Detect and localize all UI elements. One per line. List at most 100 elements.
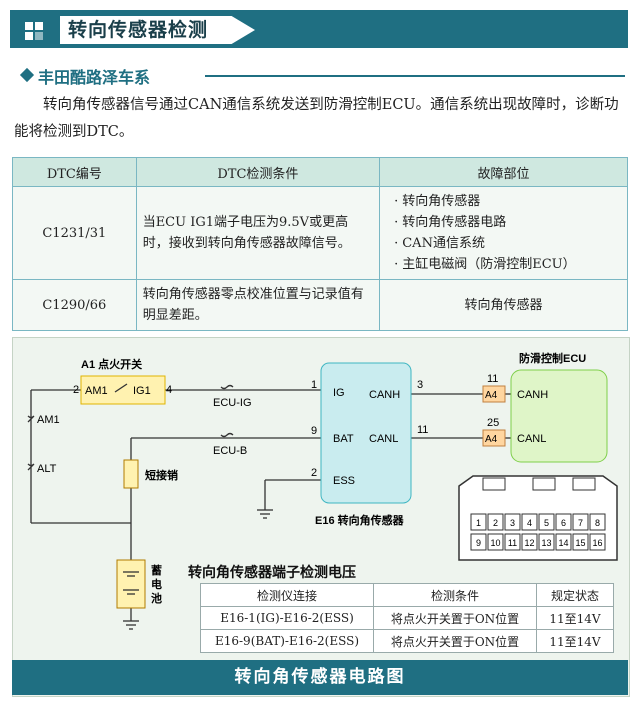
connector-pin-label: 1 (476, 518, 481, 528)
connector-pin-label: 9 (476, 538, 481, 548)
table-header: 检测条件 (373, 583, 537, 607)
sensor-canh: CANH (369, 389, 400, 401)
fuse-alt-label: ALT (37, 463, 57, 475)
fuse-ecu-ig-label: ECU-IG (213, 397, 252, 409)
table-row: C1231/31 当ECU IG1端子电压为9.5V或更高时，接收到转向角传感器… (12, 186, 628, 280)
connector-pin-label: 11 (508, 538, 517, 548)
skid-control-ecu-box (510, 369, 608, 463)
connector-pin-label: 14 (558, 538, 568, 548)
list-item: 转向角传感器电路 (394, 212, 621, 233)
intro-paragraph: 转向角传感器信号通过CAN通信系统发送到防滑控制ECU。通信系统出现故障时，诊断… (14, 97, 619, 140)
diamond-icon (19, 67, 35, 83)
ecu-pin-11: 11 (487, 373, 498, 385)
sensor-label: E16 转向角传感器 (315, 513, 405, 527)
sensor-canh-num: 3 (417, 379, 423, 391)
header-tab (60, 16, 255, 44)
sensor-pin-1-name: IG (333, 387, 345, 399)
connector-pin-label: 13 (541, 538, 551, 548)
connector-pin-label: 15 (575, 538, 585, 548)
dtc-fault: 转向角传感器 (379, 279, 628, 331)
dtc-table: DTC编号 DTC检测条件 故障部位 C1231/31 当ECU IG1端子电压… (12, 157, 628, 331)
dtc-code: C1231/31 (12, 186, 137, 280)
fuse-ecu-b-label: ECU-B (213, 445, 247, 457)
dtc-condition: 转向角传感器零点校准位置与记录值有明显差距。 (135, 279, 381, 331)
switch-am1: AM1 (85, 385, 108, 397)
connector-pin-cell (555, 533, 572, 551)
connector-pin-cell (470, 513, 487, 531)
sensor-pin-9-num: 9 (311, 425, 317, 437)
connector-pin-cell (589, 513, 606, 531)
connector-pin-label: 12 (524, 538, 534, 548)
battery-label-3: 池 (151, 591, 162, 605)
ecu-canh: CANH (517, 389, 548, 401)
table-row: E16-9(BAT)-E16-2(ESS) 将点火开关置于ON位置 11至14V (200, 629, 614, 653)
switch-ig1: IG1 (133, 385, 151, 397)
steering-sensor-box (320, 362, 412, 504)
sensor-pin-1-num: 1 (311, 379, 317, 391)
ecu-canl: CANL (517, 433, 546, 445)
ecu-conn-1: A4 (485, 390, 498, 401)
circuit-svg: AM1 ALT ECU-IG ECU-B A1 点火开关 2 4 AM1 IG1… (27, 351, 618, 630)
ecu-pin-25: 25 (487, 417, 499, 429)
connector-a4-canh (482, 385, 506, 403)
connector-pin-cell (538, 513, 555, 531)
connector-pin-cell (470, 533, 487, 551)
voltage-table-title: 转向角传感器端子检测电压 (188, 565, 356, 581)
table-header-row: DTC编号 DTC检测条件 故障部位 (12, 157, 628, 187)
sensor-pin-9-name: BAT (333, 433, 354, 445)
connector-pin-cell (521, 533, 538, 551)
switch-pin-4: 4 (166, 384, 172, 396)
switch-contact-icon (114, 383, 128, 393)
connector-pin-label: 8 (595, 518, 600, 528)
header-squares-icon (25, 22, 53, 44)
connector-pin-cell (538, 533, 555, 551)
table-header-row: 检测仪连接 检测条件 规定状态 (200, 583, 614, 607)
list-item: CAN通信系统 (394, 233, 621, 254)
ignition-switch-label: A1 点火开关 (81, 357, 142, 371)
connector-pin-label: 16 (592, 538, 602, 548)
connector-pin-label: 5 (544, 518, 549, 528)
connector-pin-cell (555, 513, 572, 531)
battery-icon (116, 559, 146, 609)
table-header: 故障部位 (379, 157, 628, 187)
connector-pin-cell (589, 533, 606, 551)
table-cell: 将点火开关置于ON位置 (373, 606, 537, 630)
dtc-code: C1290/66 (12, 279, 137, 331)
connector-pin-cell (572, 533, 589, 551)
connector-pin-cell (572, 513, 589, 531)
connector-pin-cell (487, 513, 504, 531)
ignition-switch-box (80, 375, 166, 405)
section-title: 丰田酷路泽车系 (38, 68, 151, 87)
voltage-table: 检测仪连接 检测条件 规定状态 E16-1(IG)-E16-2(ESS) 将点火… (200, 583, 614, 653)
page-title: 转向传感器检测 (68, 19, 209, 41)
table-header: DTC检测条件 (135, 157, 381, 187)
connector-pin-label: 7 (578, 518, 583, 528)
sensor-pin-2-num: 2 (311, 467, 317, 479)
table-cell: 将点火开关置于ON位置 (373, 629, 537, 653)
ecu-label: 防滑控制ECU (519, 351, 586, 365)
table-row: C1290/66 转向角传感器零点校准位置与记录值有明显差距。 转向角传感器 (12, 279, 628, 331)
connector-pin-label: 3 (510, 518, 515, 528)
section-divider (205, 75, 625, 77)
dtc-faults: 转向角传感器 转向角传感器电路 CAN通信系统 主缸电磁阀（防滑控制ECU） (379, 186, 628, 280)
list-item: 主缸电磁阀（防滑控制ECU） (394, 254, 621, 275)
table-row: E16-1(IG)-E16-2(ESS) 将点火开关置于ON位置 11至14V (200, 606, 614, 630)
connector-pin-label: 2 (493, 518, 498, 528)
table-header: 规定状态 (536, 583, 614, 607)
table-cell: E16-9(BAT)-E16-2(ESS) (200, 629, 374, 653)
circuit-footer-title: 转向角传感器电路图 (12, 660, 628, 695)
battery-label-1: 蓄 (151, 563, 162, 577)
fuse-am1-label: AM1 (37, 414, 60, 426)
connector-a4-canl (482, 429, 506, 447)
dtc-condition: 当ECU IG1端子电压为9.5V或更高时，接收到转向角传感器故障信号。 (135, 186, 381, 280)
ecu-conn-2: A4 (485, 434, 498, 445)
short-pin-icon (123, 459, 139, 489)
table-cell: 11至14V (536, 629, 614, 653)
connector-pin-label: 10 (490, 538, 500, 548)
switch-pin-2: 2 (73, 384, 79, 396)
table-cell: 11至14V (536, 606, 614, 630)
list-item: 转向角传感器 (394, 191, 621, 212)
battery-label-2: 电 (151, 577, 162, 591)
sensor-canl: CANL (369, 433, 398, 445)
